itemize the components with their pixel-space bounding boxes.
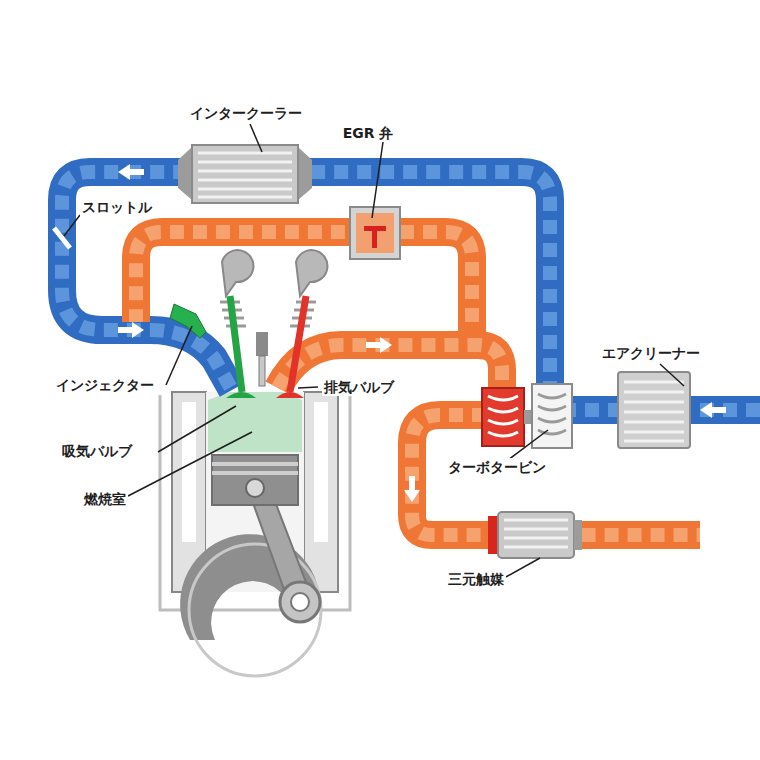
- part-label: 吸気バルブ: [60, 442, 134, 460]
- flow-arrows: [118, 164, 726, 502]
- part-label: ターボタービン: [446, 458, 548, 476]
- part-label: エアクリーナー: [600, 344, 702, 362]
- part-label: 三元触媒: [446, 570, 506, 588]
- part-label: 燃焼室: [82, 490, 128, 508]
- part-label: インタークーラー: [188, 104, 304, 122]
- part-label: 排気バルブ: [322, 378, 396, 396]
- air-cleaner: [618, 372, 690, 448]
- leader-lines: [64, 124, 684, 578]
- valve-train: [170, 250, 327, 398]
- part-label: EGR 弁: [341, 124, 396, 142]
- catalytic-converter: [488, 512, 582, 558]
- intercooler: [178, 145, 312, 203]
- turbocharger: [482, 384, 572, 448]
- egr-valve: [350, 207, 400, 259]
- exhaust-pipe: [136, 232, 700, 535]
- part-label: インジェクター: [54, 376, 156, 394]
- part-label: スロットル: [80, 198, 154, 216]
